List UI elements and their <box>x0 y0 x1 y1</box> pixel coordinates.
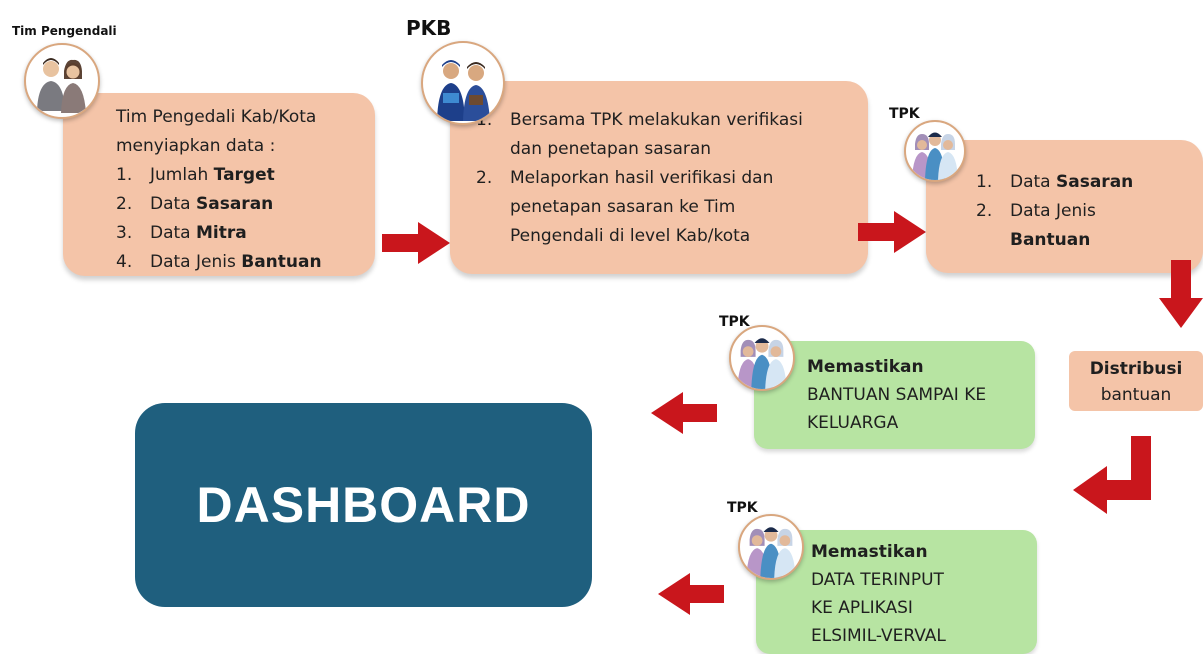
box-text-line: KELUARGA <box>807 413 899 433</box>
distribusi-box: Distribusi bantuan <box>1069 351 1203 411</box>
list-item: 2.Data Sasaran <box>116 194 274 214</box>
box-text-line: KE APLIKASI <box>811 598 913 618</box>
arrow-right-icon <box>858 211 926 253</box>
dashboard-box: DASHBOARD <box>135 403 592 607</box>
list-item: 3.Data Mitra <box>116 223 247 243</box>
role-label-tpk: TPK <box>889 106 920 122</box>
box-intro-line: Tim Pengedali Kab/Kota <box>116 107 317 127</box>
bent-arrow-left-icon <box>1073 436 1151 514</box>
list-item: 1.Jumlah Target <box>116 165 275 185</box>
role-label-tim-pengendali: Tim Pengendali <box>12 24 117 38</box>
list-item: 1.Data Sasaran <box>976 172 1134 192</box>
role-label-pkb: PKB <box>406 16 452 40</box>
tpk-team-avatar-icon <box>729 325 795 391</box>
arrow-down-icon <box>1159 260 1203 328</box>
officials-avatar-icon <box>24 43 100 119</box>
role-label-tpk: TPK <box>727 500 758 516</box>
box-text-line: BANTUAN SAMPAI KE <box>807 385 987 405</box>
arrow-right-icon <box>382 222 450 264</box>
dashboard-label: DASHBOARD <box>196 477 531 533</box>
box-text-line: ELSIMIL-VERVAL <box>811 626 946 646</box>
tim-pengendali-box: Tim Pengedali Kab/Kota menyiapkan data :… <box>63 93 375 276</box>
box-intro-line: menyiapkan data : <box>116 136 276 156</box>
tpk-team-avatar-icon <box>904 120 966 182</box>
box-text-line: DATA TERINPUT <box>811 570 944 590</box>
list-item: 4.Data Jenis Bantuan <box>116 252 322 272</box>
distribusi-title: Distribusi <box>1089 359 1183 379</box>
box-title: Memastikan <box>811 542 928 562</box>
pkb-officers-avatar-icon <box>421 41 505 125</box>
distribusi-subtitle: bantuan <box>1100 385 1172 405</box>
arrow-left-icon <box>658 573 724 615</box>
box-title: Memastikan <box>807 357 924 377</box>
role-label-tpk: TPK <box>719 314 750 330</box>
memastikan-bantuan-box: Memastikan BANTUAN SAMPAI KE KELUARGA <box>754 341 1035 449</box>
tpk-team-avatar-icon <box>738 514 804 580</box>
arrow-left-icon <box>651 392 717 434</box>
